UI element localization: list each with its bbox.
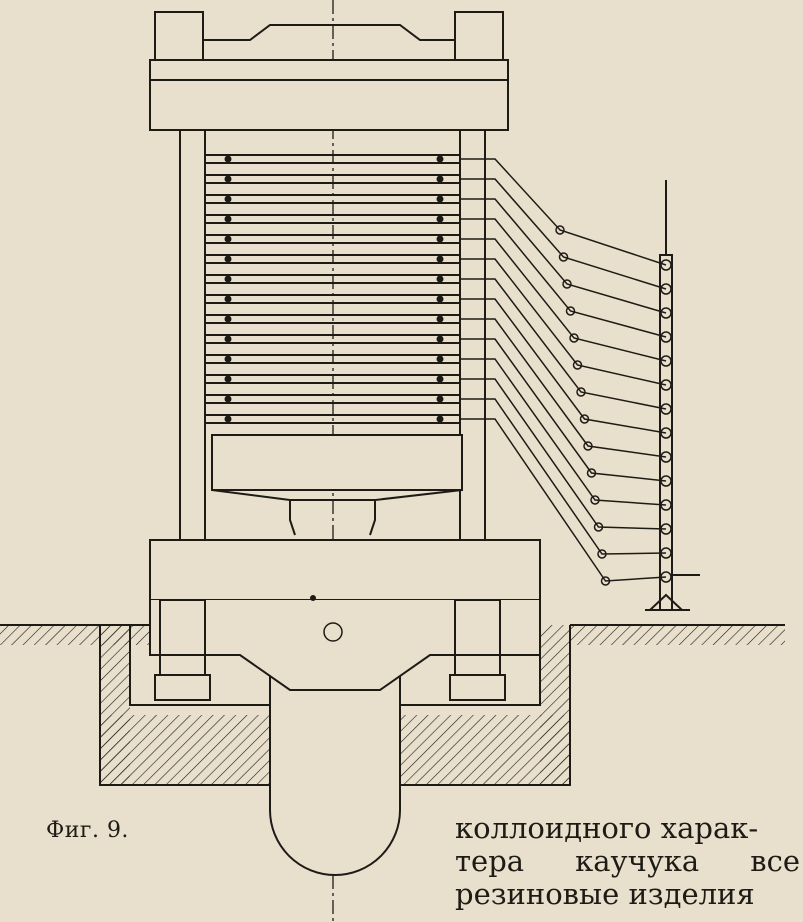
word: тера [455,844,525,878]
plate-bolt [436,175,444,183]
ground-section [0,624,785,786]
lower-table [211,434,463,536]
plate-bolt [436,375,444,383]
hose-joint [576,387,586,397]
hose-joint [586,468,597,478]
plate-bolt [436,235,444,243]
hose-joint [590,495,600,505]
plate-bolt [436,355,444,363]
plate-bolt [224,275,232,283]
word: все [750,844,800,878]
plate-bolt [224,215,232,223]
steam-hose [460,358,667,506]
plate-bolt [224,395,232,403]
plate-bolt [436,335,444,343]
steam-hose [460,238,667,362]
plate-bolt [436,315,444,323]
plate-bolt [224,195,232,203]
steam-manifold [645,180,700,611]
plate-bolt [224,335,232,343]
steam-hose [460,378,667,530]
hose-joint [555,225,565,235]
hose-joint [569,333,579,343]
plate-bolt [436,415,444,423]
text-line: резиновые изделия [455,877,755,911]
hose-joint [579,414,590,424]
plate-bolt [436,255,444,263]
figure-caption: Фиг. 9. [46,818,129,843]
word: каучука [575,844,700,878]
steam-hose [460,178,667,290]
plate-bolt [224,355,232,363]
hose-joint [558,252,569,262]
hose-joint [593,522,604,532]
steam-hose [460,398,667,555]
plate-bolt [436,155,444,163]
body-text: коллоидного харак- тера каучука все рези… [455,812,800,911]
hose-joint [562,279,572,289]
hose-joint [597,549,607,559]
hose-joint [572,360,583,370]
plate-bolt [224,375,232,383]
plate-bolt [436,195,444,203]
top-crossbeam [149,11,509,131]
steam-hose [460,198,667,314]
heating-plates [204,154,461,424]
plate-bolt [224,295,232,303]
steam-hose [460,218,667,338]
plate-bolt [436,295,444,303]
steam-hose [460,338,667,482]
hydraulic-cylinder [269,650,401,876]
steam-hose [460,298,667,434]
plate-bolt [224,175,232,183]
press-base [149,539,541,701]
hose-joint [600,576,611,586]
plate-bolt [436,215,444,223]
plate-bolt [224,235,232,243]
plate-bolt [224,255,232,263]
steam-hose [460,318,667,458]
hose-joint [583,441,593,451]
steam-hose [460,418,667,582]
plate-bolt [224,415,232,423]
plate-bolt [436,275,444,283]
plate-bolt [224,155,232,163]
plate-bolt [436,395,444,403]
steam-hose [460,258,667,386]
text-line: тера каучука все [455,845,800,878]
steam-hose [460,278,667,410]
steam-hose [460,158,667,266]
text-line: коллоидного харак- [455,811,759,845]
plate-bolt [224,315,232,323]
hose-joint [565,306,576,316]
steam-hoses [460,158,672,586]
